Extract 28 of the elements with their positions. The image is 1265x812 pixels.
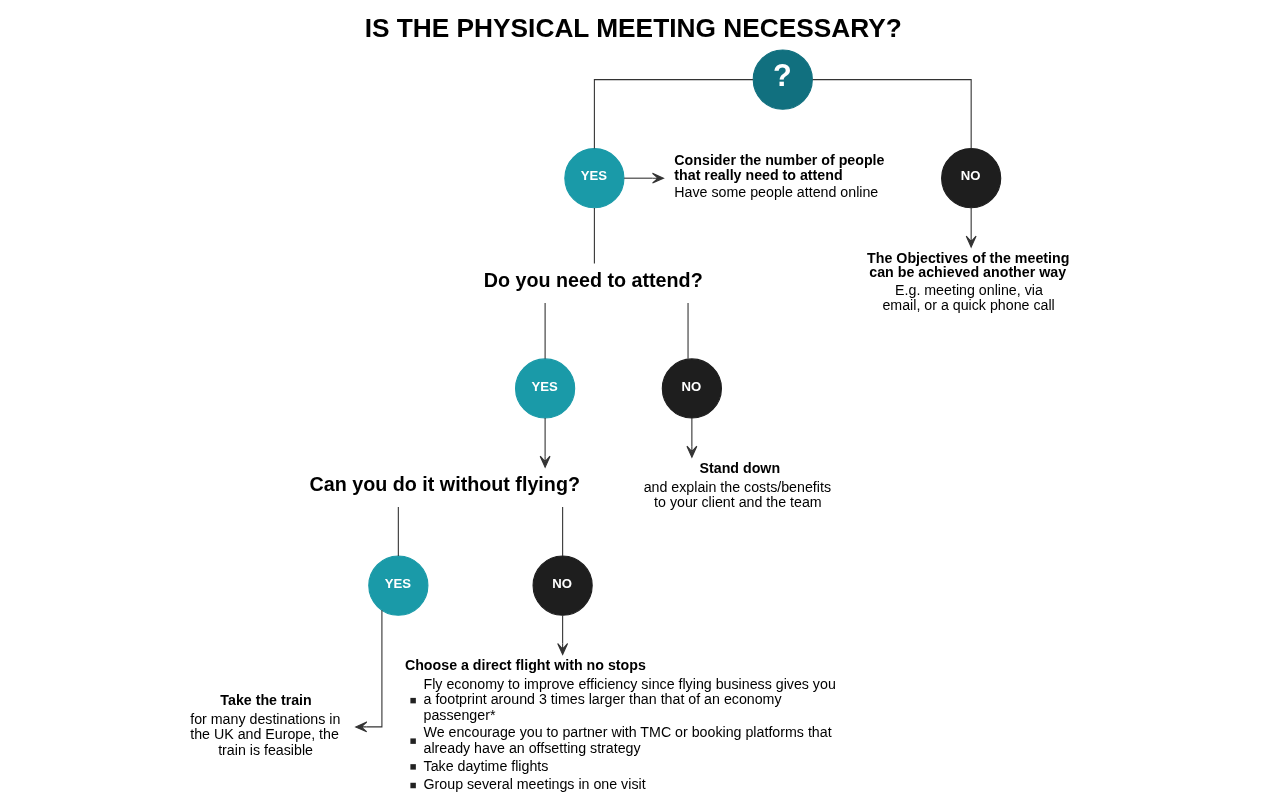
connector <box>593 79 753 150</box>
connector <box>811 79 972 150</box>
node-text: Choose a direct flight with no stops Fly economy to improve efficiency since flying business gives you a footprint around 3 times larger than that of an economy passenger* We encourage you to partner with TMC or booking platforms that already have an offsetting strategy Take daytime flights Group several meetings in one visit <box>404 657 836 793</box>
arrow <box>556 614 568 656</box>
arrow <box>623 172 664 184</box>
connector <box>593 207 595 264</box>
arrow <box>965 207 977 248</box>
connector <box>397 506 399 557</box>
connector <box>561 506 563 557</box>
node-text: The Objectives of the meeting can be achieved another way E.g. meeting online, via email, or a quick phone call <box>866 249 1069 314</box>
node-circle: NO <box>940 148 1001 209</box>
node-text: Take the train for many destinations in the UK and Europe, the train is feasible <box>189 692 340 758</box>
connector <box>687 302 689 360</box>
node-text: Stand down and explain the costs/benefits to your client and the team <box>643 460 831 511</box>
node-circle: YES <box>514 358 575 419</box>
node-circle: YES <box>563 148 624 209</box>
node-circle: NO <box>661 358 722 419</box>
node-text: Do you need to attend? <box>483 269 703 292</box>
node-circle: YES <box>367 555 428 616</box>
node-text: Can you do it without flying? <box>309 472 580 495</box>
node-text: Consider the number of people that really need to attend Have some people attend online <box>673 152 884 201</box>
node-circle: ? <box>752 49 813 110</box>
arrow <box>539 417 551 468</box>
arrow <box>685 417 697 458</box>
arrow <box>354 609 382 733</box>
diagram-title: IS THE PHYSICAL MEETING NECESSARY? <box>364 13 902 44</box>
connector <box>544 302 546 360</box>
node-circle: NO <box>532 555 593 616</box>
